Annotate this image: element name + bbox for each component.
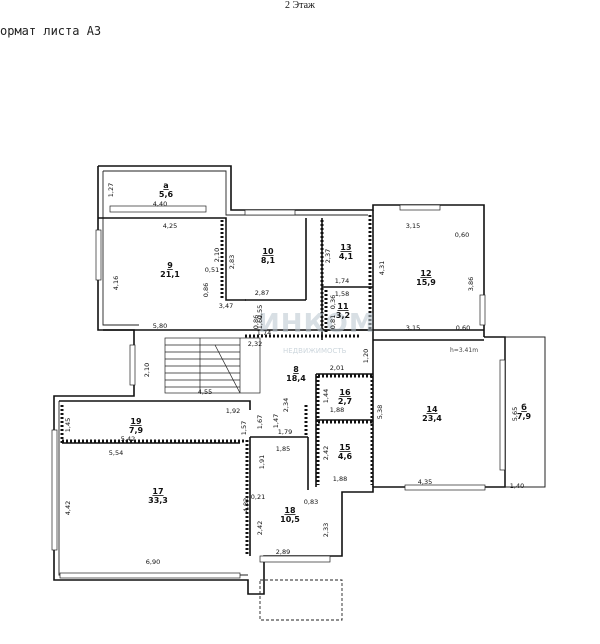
ceiling-height-label: h=3.41m — [450, 347, 478, 354]
dimension-label: 4,40 — [153, 200, 167, 208]
dimension-label: 1,85 — [276, 445, 290, 453]
page-title: 2 Этаж — [285, 0, 315, 11]
dimension-label: 2,10 — [213, 248, 221, 262]
watermark-subtitle: НЕДВИЖИМОСТЬ — [283, 347, 347, 355]
room-number: 12 — [420, 269, 431, 278]
dimension-label: 2,83 — [228, 255, 236, 269]
room-area: 21,1 — [160, 270, 180, 279]
outer-walls — [53, 165, 546, 621]
dimension-label: 1,88 — [333, 475, 347, 483]
dimension-label: 1,74 — [257, 329, 271, 337]
room-area: 15,9 — [416, 278, 436, 287]
dimension-label: 5,42 — [121, 435, 135, 443]
room-area: 2,7 — [338, 397, 352, 406]
dimension-label: 4,55 — [198, 388, 212, 396]
dimension-label: 1,74 — [335, 277, 349, 285]
room-area: 4,6 — [338, 452, 353, 461]
room-number: 18 — [284, 506, 296, 515]
room-area: 7,9 — [517, 412, 532, 421]
room-number: 11 — [337, 302, 349, 311]
watermark-logo: ИНКОМ — [258, 309, 376, 339]
dimension-label: 3,15 — [406, 324, 420, 332]
dimension-label: 0,60 — [456, 324, 470, 332]
room-area: 5,6 — [159, 190, 174, 199]
hatched-walls — [60, 215, 374, 556]
dimension-label: 3,86 — [467, 277, 475, 291]
room-number: 17 — [152, 487, 163, 496]
room-number: 16 — [339, 388, 351, 397]
dimension-label: 0,83 — [304, 498, 318, 506]
room-area: 8,1 — [261, 256, 276, 265]
dimension-label: 0,81 — [329, 315, 337, 329]
room-number: а — [163, 181, 168, 190]
dimension-label: 1,62 — [256, 315, 264, 329]
room-area: 18,4 — [286, 374, 306, 383]
dimension-label: 0,51 — [205, 266, 219, 274]
dimension-label: 1,91 — [258, 455, 266, 469]
dimension-label: 3,15 — [406, 222, 420, 230]
dimension-labels: 1,27 4,40 4,25 2,10 4,16 0,51 0,86 2,83 2,87 5,80… — [64, 183, 524, 566]
dimension-label: 2,33 — [322, 523, 330, 537]
interior-walls — [59, 210, 484, 556]
dimension-label: 1,27 — [107, 183, 115, 197]
dimension-label: 4,82 — [242, 498, 250, 512]
dimension-label: 1,47 — [272, 414, 280, 428]
room-number: 13 — [340, 243, 351, 252]
dimension-label: 1,92 — [226, 407, 240, 415]
dimension-label: 1,57 — [240, 421, 248, 435]
dimension-label: 2,01 — [330, 364, 344, 372]
room-number: б — [521, 402, 527, 412]
room-area: 7,9 — [129, 426, 144, 435]
room-area: 3,2 — [336, 311, 350, 320]
room-number: 8 — [293, 365, 299, 374]
dimension-label: 4,16 — [112, 276, 120, 290]
dimension-label: 1,40 — [510, 482, 524, 490]
dimension-label: 0,60 — [455, 231, 469, 239]
dimension-label: 2,42 — [256, 521, 264, 535]
room-number: 9 — [167, 261, 173, 270]
dimension-label: 1,20 — [362, 349, 370, 363]
dimension-label: 1,79 — [278, 428, 292, 436]
dimension-label: 2,34 — [282, 398, 290, 412]
room-number: 14 — [426, 405, 438, 414]
dimension-label: 1,67 — [256, 415, 264, 429]
room-area: 10,5 — [280, 515, 300, 524]
room-number: 10 — [262, 247, 274, 256]
dimension-label: 5,80 — [153, 322, 167, 330]
dimension-label: 4,35 — [418, 478, 432, 486]
room-number: 15 — [339, 443, 351, 452]
dimension-label: 1,44 — [322, 389, 330, 403]
dimension-label: 0,86 — [252, 315, 260, 329]
sheet-format-label: ормат листа А3 — [0, 24, 102, 38]
dimension-label: 1,45 — [64, 418, 72, 432]
room-area: 23,4 — [422, 414, 442, 423]
room-number: 19 — [130, 417, 142, 426]
dimension-label: 4,42 — [64, 501, 72, 515]
dimension-label: 3,47 — [219, 302, 233, 310]
dimension-label: 1,58 — [335, 290, 349, 298]
dimension-label: 2,32 — [248, 340, 262, 348]
dimension-label: 2,89 — [276, 548, 290, 556]
dimension-label: 6,90 — [146, 558, 160, 566]
dimension-label: 2,42 — [322, 446, 330, 460]
staircase — [164, 337, 261, 394]
windows — [51, 204, 506, 579]
dimension-label: 0,55 — [256, 305, 264, 319]
dimension-label: 0,21 — [251, 493, 265, 501]
dimension-label: 0,86 — [202, 283, 210, 297]
dimension-label: 4,25 — [163, 222, 177, 230]
dimension-label: 1,88 — [330, 406, 344, 414]
dimension-label: 0,36 — [329, 295, 337, 309]
dimension-label: 2,10 — [143, 363, 151, 377]
dimension-label: 2,87 — [255, 289, 269, 297]
dimension-label: 5,38 — [376, 405, 384, 419]
dimension-label: 4,31 — [378, 261, 386, 275]
dimension-label: 2,37 — [324, 249, 332, 263]
dimension-label: 5,54 — [109, 449, 123, 457]
room-area: 33,3 — [148, 496, 168, 505]
dimension-label: 5,65 — [511, 407, 519, 421]
room-area: 4,1 — [339, 252, 354, 261]
